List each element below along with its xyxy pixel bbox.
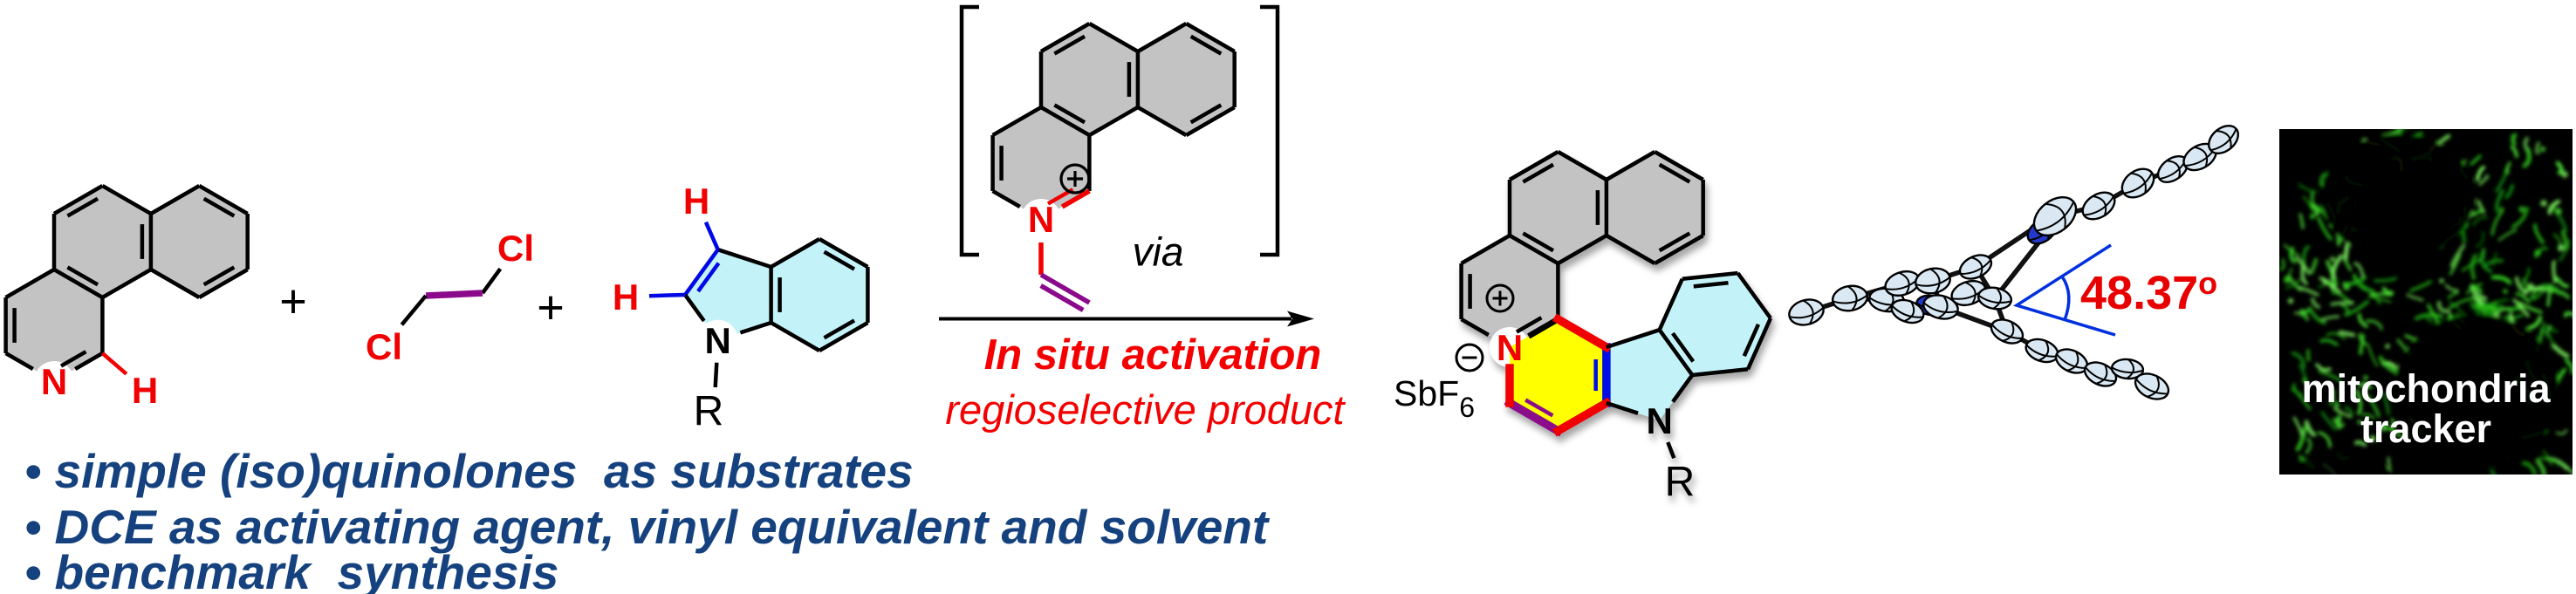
svg-text:via: via xyxy=(1133,229,1184,275)
svg-text:R: R xyxy=(694,388,724,434)
svg-text:Cl: Cl xyxy=(366,326,402,367)
svg-text:• simple (iso)quinolones as s: • simple (iso)quinolones as substrates xyxy=(24,444,914,498)
svg-text:R: R xyxy=(1665,459,1696,505)
svg-text:N: N xyxy=(1497,327,1523,368)
svg-text:regioselective product: regioselective product xyxy=(945,386,1346,433)
svg-text:• DCE as activating agent, vin: • DCE as activating agent, vinyl equival… xyxy=(24,500,1271,554)
svg-text:In situ activation: In situ activation xyxy=(984,331,1322,379)
svg-text:tracker: tracker xyxy=(2360,406,2491,451)
svg-text:N: N xyxy=(705,320,731,361)
svg-text:H: H xyxy=(683,181,709,222)
svg-text:+: + xyxy=(279,275,307,327)
svg-text:Cl: Cl xyxy=(497,228,534,269)
svg-text:• benchmark synthesis: • benchmark synthesis xyxy=(24,545,558,594)
svg-text:H: H xyxy=(132,370,158,411)
svg-text:mitochondria: mitochondria xyxy=(2301,366,2551,411)
svg-text:N: N xyxy=(41,361,67,402)
svg-text:N: N xyxy=(1647,400,1673,441)
svg-text:H: H xyxy=(613,277,639,317)
svg-text:N: N xyxy=(1028,199,1054,240)
svg-text:48.37o: 48.37o xyxy=(2080,265,2217,319)
svg-text:+: + xyxy=(537,281,565,333)
